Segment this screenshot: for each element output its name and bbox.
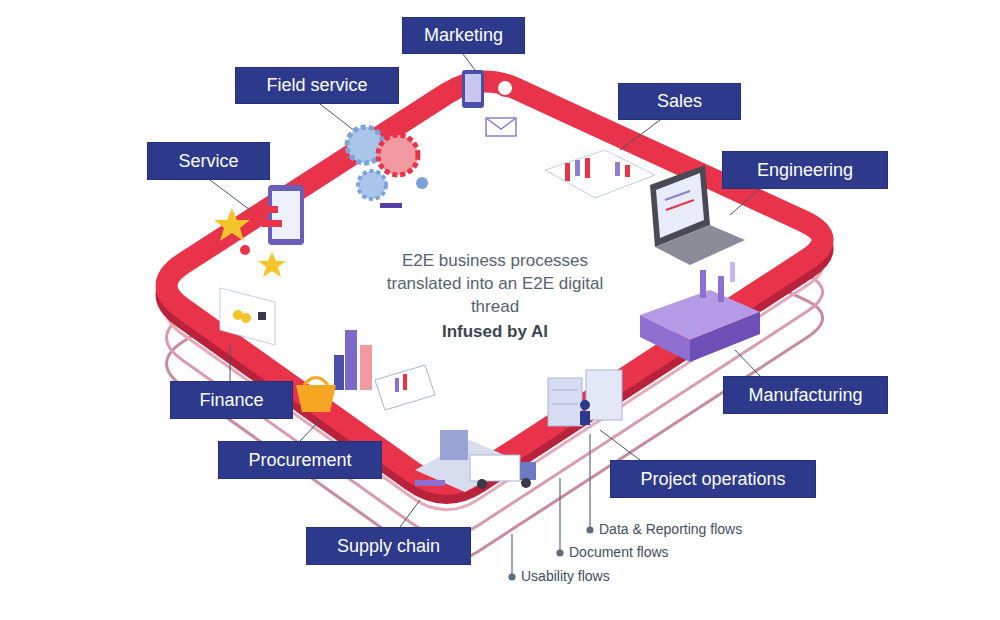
process-box: Finance <box>170 381 293 419</box>
box-label: Engineering <box>757 160 853 181</box>
process-box: Service <box>147 142 270 180</box>
box-label: Marketing <box>424 25 503 46</box>
gears-icon <box>347 127 428 208</box>
process-box: Procurement <box>218 441 382 479</box>
process-box: Manufacturing <box>723 376 888 414</box>
process-box: Field service <box>235 67 399 104</box>
servers-icon <box>548 370 622 426</box>
process-box: Marketing <box>402 17 525 54</box>
flow-label: Data & Reporting flows <box>597 521 744 537</box>
box-label: Finance <box>199 390 263 411</box>
center-emphasis: Infused by AI <box>385 322 605 342</box>
factory-icon <box>640 262 760 362</box>
sales-chart-icon <box>545 150 655 198</box>
marketing-icon <box>462 70 516 136</box>
flow-label: Usability flows <box>519 568 612 584</box>
box-label: Service <box>178 151 238 172</box>
service-icon <box>214 185 304 277</box>
process-box: Project operations <box>610 460 816 498</box>
flow-label: Document flows <box>567 544 671 560</box>
box-label: Procurement <box>248 450 351 471</box>
box-label: Manufacturing <box>748 385 862 406</box>
process-box: Supply chain <box>306 527 471 565</box>
truck-icon <box>415 430 536 492</box>
box-label: Field service <box>266 75 367 96</box>
center-caption: E2E business processes translated into a… <box>385 249 605 318</box>
box-leaders <box>210 54 760 527</box>
box-label: Sales <box>657 91 702 112</box>
box-label: Supply chain <box>337 536 440 557</box>
process-box: Engineering <box>722 151 888 189</box>
process-box: Sales <box>618 83 741 120</box>
box-label: Project operations <box>640 469 785 490</box>
